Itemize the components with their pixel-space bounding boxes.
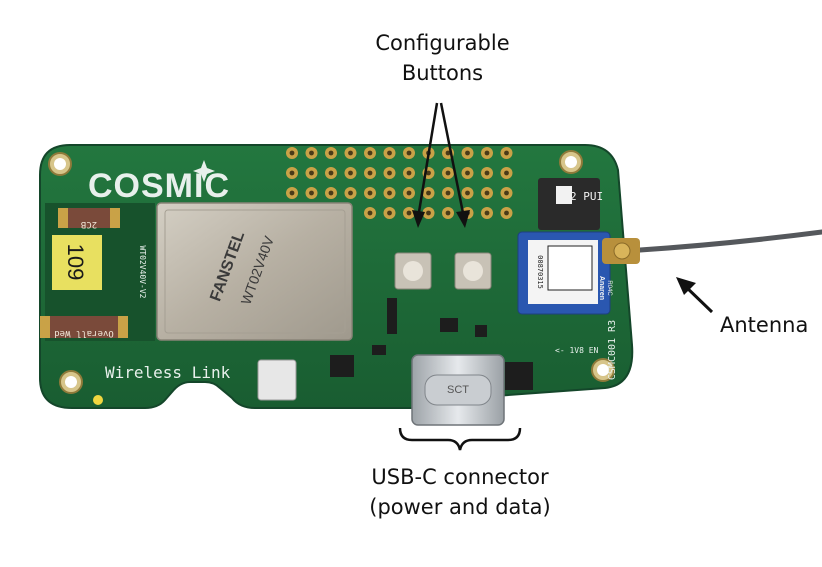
header-pad-hole [504,150,509,156]
configurable-button-left [394,252,432,290]
svg-text:SCT: SCT [447,384,469,396]
header-pad-hole [348,190,353,196]
buttons-callout-arrows [416,102,466,219]
antenna-callout-label: Antenna [720,310,815,340]
svg-text:Anaren: Anaren [598,276,605,300]
usb-callout-line2: (power and data) [369,495,551,519]
edge-marks-label: <- 1V8 EN [555,346,599,355]
header-pad-hole [426,190,431,196]
header-pad-hole [445,170,451,176]
header-pad-hole [309,170,314,176]
header-pad-hole [367,210,373,216]
usb-callout-label: USB-C connector (power and data) [355,462,565,522]
antenna-cable [637,229,822,253]
usb-c-connector: SCT [411,354,505,426]
capacitor-bottom: Overall Wed [40,316,128,338]
header-pad-hole [328,170,334,176]
header-pad-hole [328,150,334,156]
header-pad-hole [289,190,295,196]
antenna-callout-arrow [676,277,714,314]
ufl-connector [602,238,640,264]
header-pad-hole [387,190,392,196]
header-pad-hole [289,170,295,176]
svg-text:2CB: 2CB [81,219,97,229]
header-pad-hole [406,190,412,196]
antenna-module: 00870315 Anaren R04C [517,231,612,315]
buttons-callout-line1: Configurable [375,31,510,55]
header-pad-hole [484,210,490,216]
usb-brace [398,427,522,451]
configurable-button-right [454,252,492,290]
header-pad-hole [445,190,451,196]
header-pad-hole [465,150,470,156]
header-pad-hole [465,190,470,196]
header-pad-hole [387,210,392,216]
header-pad-hole [328,190,334,196]
header-pad-hole [367,190,373,196]
header-pad-hole [348,150,353,156]
header-pad-hole [406,170,412,176]
header-pad-hole [367,150,373,156]
svg-text:00870315: 00870315 [536,255,544,289]
header-pad-hole [465,170,470,176]
header-pad-hole [484,150,490,156]
header-pad-hole [387,150,392,156]
buttons-callout-label: Configurable Buttons [355,28,530,88]
header-pad-hole [289,150,295,156]
capacitor-top: 2CB [58,208,120,229]
status-led [93,395,103,405]
header-pad-grid [286,147,513,219]
header-pad-hole [504,170,509,176]
wireless-module: FANSTEL WT02V40V [156,202,353,341]
header-pad-hole [426,170,431,176]
slide-switch: 2 PUI [538,178,603,230]
mounting-holes [48,150,615,394]
header-pad-hole [484,190,490,196]
usb-callout-line1: USB-C connector [371,465,549,489]
svg-text:R04C: R04C [606,280,612,296]
header-pad-hole [484,170,490,176]
svg-text:Overall Wed: Overall Wed [54,328,114,338]
header-pad-hole [445,150,451,156]
header-pad-hole [406,150,412,156]
header-pad-hole [445,210,451,216]
header-pad-hole [387,170,392,176]
surface-mount-parts [257,298,533,401]
header-pad-hole [406,210,412,216]
header-pad-hole [426,210,431,216]
module-side-label: WT02V40V-V2 [138,246,147,299]
header-pad-hole [367,170,373,176]
silkscreen-wireless-link: Wireless Link [105,363,231,382]
buttons-callout-line2: Buttons [401,61,484,85]
header-pad-hole [504,210,509,216]
header-pad-hole [348,170,353,176]
svg-text:109: 109 [63,244,88,281]
yellow-sticker: 109 [52,235,102,290]
header-pad-hole [309,190,314,196]
antenna-callout-text: Antenna [720,313,809,337]
svg-text:2 PUI: 2 PUI [570,190,603,203]
arrow-head-icon [412,210,470,228]
cosmic-logo: COSMIC [88,160,229,205]
header-pad-hole [309,150,314,156]
board-id-label: CSMC001 R3 [607,320,618,380]
header-pad-hole [504,190,509,196]
